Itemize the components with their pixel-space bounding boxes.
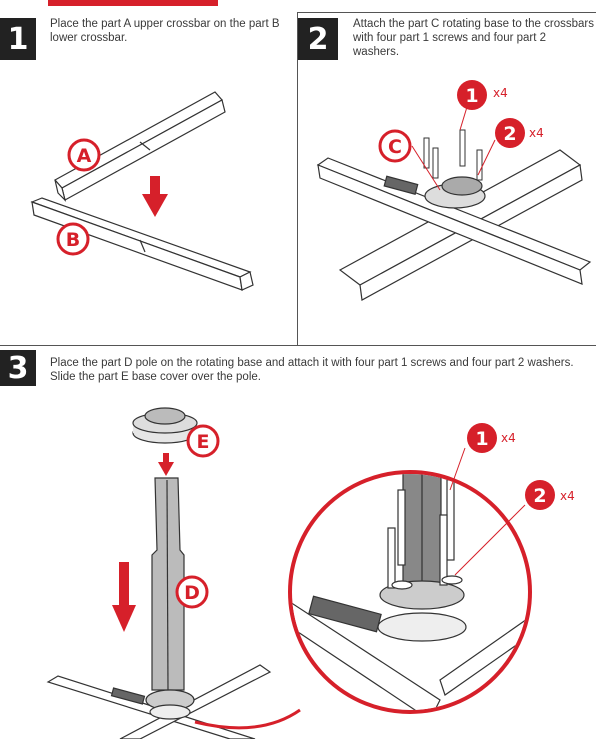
label-part-2-step-3-text: 2 (533, 485, 546, 507)
label-d-text: D (184, 582, 200, 604)
label-part-2-step-3: 2 x4 (525, 480, 575, 510)
label-part-1-step-3: 1 x4 (467, 423, 516, 453)
label-e-badge: E (188, 426, 218, 456)
label-part-1-step-3-text: 1 (475, 428, 488, 450)
zoom-detail-circle (195, 440, 545, 728)
down-arrow-pole (112, 562, 136, 632)
quantity-washers-step-3: x4 (560, 489, 575, 503)
down-arrow-base-cover (158, 453, 174, 476)
label-d-badge: D (177, 577, 207, 607)
label-e-text: E (197, 431, 210, 453)
quantity-screws-step-3: x4 (501, 431, 516, 445)
